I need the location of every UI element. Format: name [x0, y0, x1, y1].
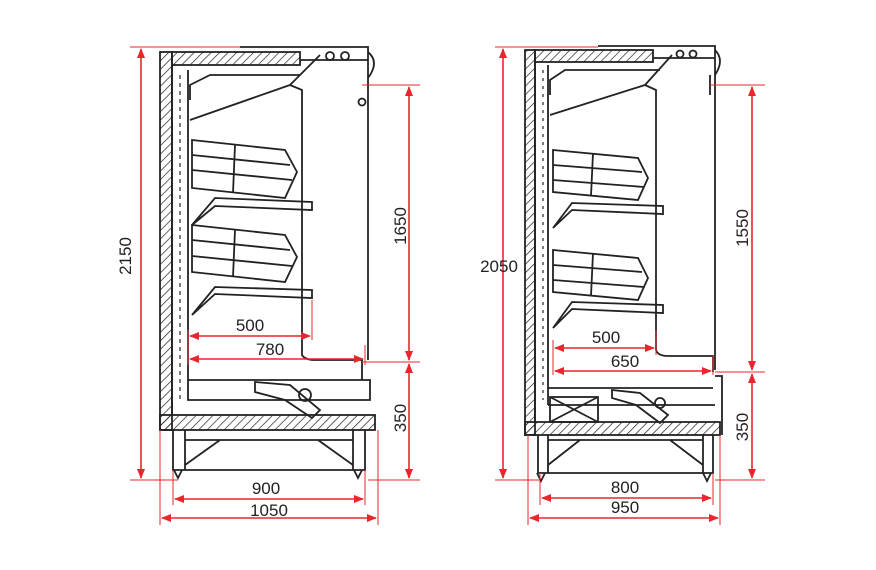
right-inner-depth-label: 650: [611, 352, 639, 371]
left-height-base-label: 350: [391, 404, 410, 432]
right-unit-cabinet: [524, 45, 723, 484]
right-shelf-depth-label: 500: [592, 328, 620, 347]
right-top-wall: [534, 49, 654, 63]
right-height-base-label: 350: [733, 413, 752, 441]
left-total-depth-label: 1050: [250, 501, 288, 520]
right-base-width-label: 800: [611, 478, 639, 497]
left-height-total-label: 2150: [116, 237, 135, 275]
left-dimensions: 2150 1650 350 500 780 900 1050: [116, 46, 420, 525]
right-height-opening-label: 1550: [733, 209, 752, 247]
left-inner-depth-label: 780: [256, 340, 284, 359]
left-base-width-label: 900: [252, 479, 280, 498]
left-back-wall: [159, 51, 173, 431]
left-bottom-wall: [159, 414, 376, 431]
left-top-wall: [171, 51, 301, 66]
right-dimensions: 2050 1550 350 500 650 800 950: [480, 46, 765, 525]
left-unit-cabinet: [159, 46, 376, 481]
right-total-depth-label: 950: [611, 498, 639, 517]
right-bottom-wall: [524, 421, 721, 436]
right-height-total-label: 2050: [480, 257, 518, 276]
left-shelf-depth-label: 500: [236, 316, 264, 335]
right-back-wall: [524, 49, 536, 436]
left-height-opening-label: 1650: [391, 207, 410, 245]
